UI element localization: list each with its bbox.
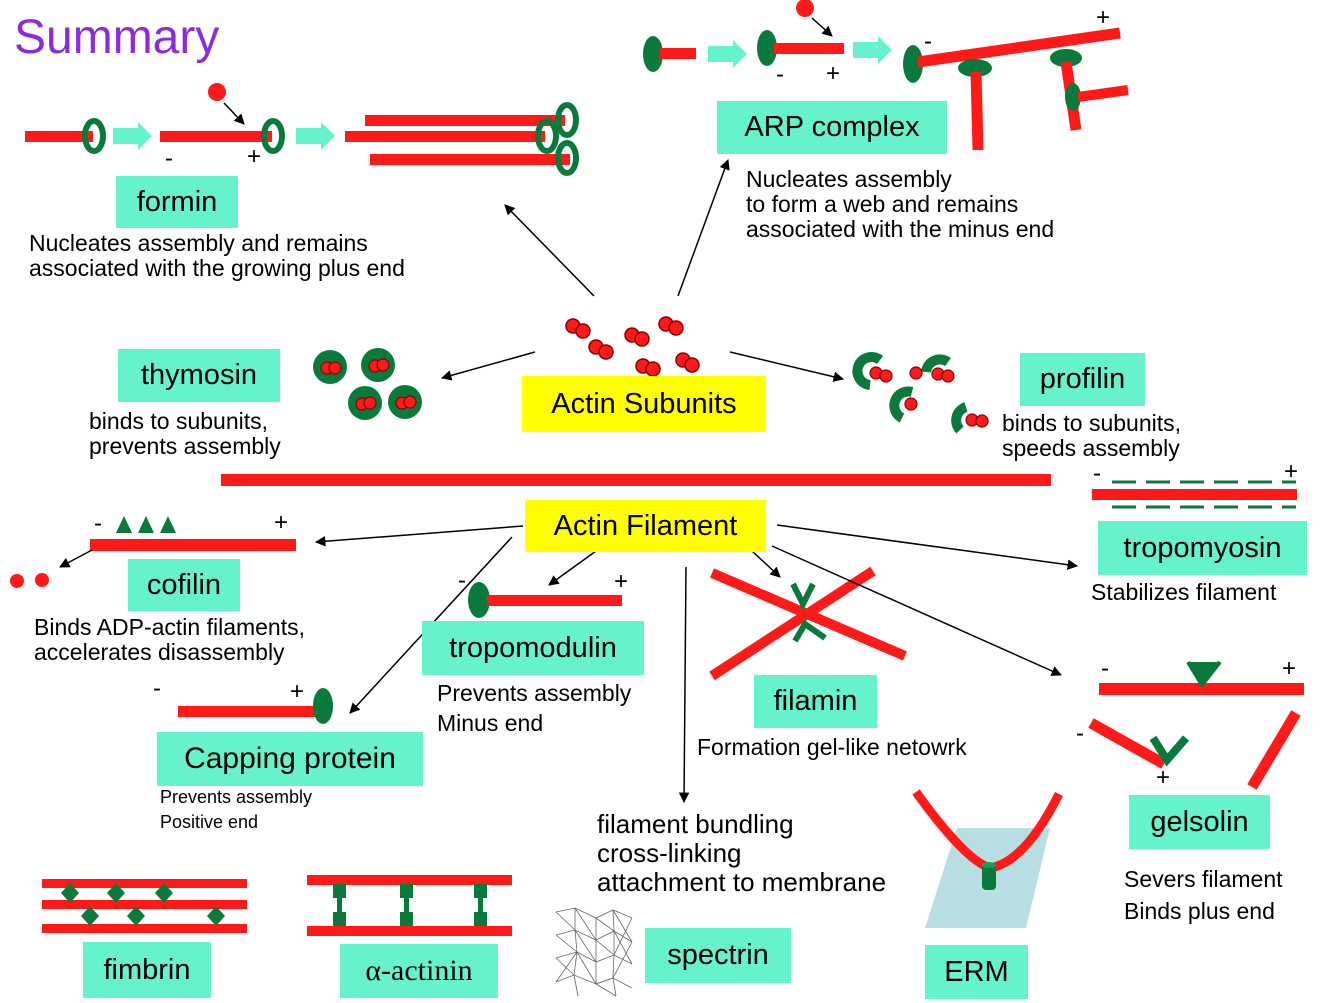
actin-monomer (208, 83, 226, 101)
arp-diagram (643, 0, 1129, 151)
plus-sign: + (1096, 4, 1111, 31)
minus-sign: - (1101, 655, 1109, 682)
actin-filament-main (221, 474, 1051, 486)
alpha-actinin-label: α-actinin (340, 944, 498, 998)
filamin-diagram (709, 566, 907, 681)
formin-label: formin (116, 176, 238, 228)
formin-diagram (25, 83, 579, 176)
fimbrin-diagram (42, 879, 247, 933)
actin-subunit-cluster (565, 316, 700, 377)
actin-monomer (796, 0, 814, 17)
profilin-description: binds to subunits,speeds assembly (1002, 410, 1182, 461)
cofilin-label: cofilin (128, 559, 240, 611)
erm-label: ERM (925, 945, 1028, 999)
minus-sign: - (153, 675, 161, 702)
filamin-label: filamin (754, 675, 877, 728)
filamin-description: Formation gel-like netowrk (697, 734, 967, 760)
plus-sign: + (614, 568, 629, 595)
spectrin-network (555, 907, 633, 997)
tropomyosin-diagram (1092, 480, 1297, 509)
gelsolin-diagram (1088, 660, 1304, 790)
actin-filament-label: Actin Filament (525, 500, 766, 552)
minus-sign: - (458, 567, 466, 594)
step-arrow (296, 122, 335, 150)
gelsolin-label: gelsolin (1129, 795, 1270, 849)
spectrin-label: spectrin (645, 928, 791, 983)
arp-complex-label: ARP complex (717, 101, 947, 154)
erm-diagram (912, 789, 1064, 928)
profilin-complexes (852, 352, 989, 434)
profilin-label: profilin (1020, 353, 1145, 406)
cofilin-diagram (10, 516, 296, 588)
step-arrow (708, 40, 747, 68)
capping-protein-diagram (178, 688, 333, 724)
plus-sign: + (274, 509, 289, 536)
plus-sign: + (1156, 764, 1171, 791)
minus-sign: - (776, 61, 784, 88)
tropomodulin-label: tropomodulin (422, 621, 644, 675)
minus-sign: - (165, 145, 173, 172)
thymosin-complexes (313, 348, 422, 420)
plus-sign: + (826, 60, 841, 87)
alpha-actinin-diagram (307, 875, 512, 936)
minus-sign: - (924, 28, 932, 55)
actin-subunits-label: Actin Subunits (522, 376, 766, 432)
thymosin-label: thymosin (118, 349, 280, 402)
plus-sign: + (290, 678, 305, 705)
plus-sign: + (247, 143, 262, 170)
step-arrow (853, 36, 892, 64)
tropomyosin-label: tropomyosin (1098, 521, 1307, 575)
capping-protein-label: Capping protein (157, 732, 423, 786)
step-arrow (113, 122, 152, 150)
thymosin-description: binds to subunits,prevents assembly (89, 408, 281, 459)
minus-sign: - (94, 510, 102, 537)
tropomyosin-description: Stabilizes filament (1091, 579, 1277, 605)
minus-sign: - (1076, 720, 1084, 747)
fimbrin-label: fimbrin (83, 942, 211, 998)
tropomodulin-diagram (468, 582, 622, 618)
cofilin-description: Binds ADP-actin filaments,accelerates di… (34, 614, 306, 665)
page-title: Summary (14, 11, 220, 64)
plus-sign: + (1284, 458, 1299, 485)
plus-sign: + (1282, 655, 1297, 682)
minus-sign: - (1093, 460, 1101, 487)
